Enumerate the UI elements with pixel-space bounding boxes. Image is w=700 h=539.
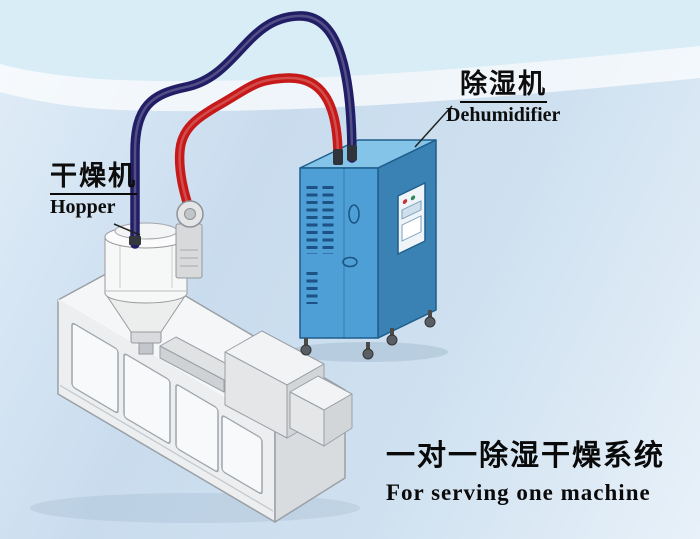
hopper-lid-dome <box>114 222 178 240</box>
indicator-light-green <box>410 195 416 201</box>
kick-strip-line <box>60 384 273 512</box>
hopper-label-en: Hopper <box>50 196 116 219</box>
navy-hose-sheen <box>133 14 354 246</box>
dehumidifier-cabinet <box>299 139 437 360</box>
hopper-leader-line <box>113 223 141 236</box>
caster-wheel <box>362 342 374 360</box>
system-caption: 一对一除湿干燥系统 For serving one machine <box>386 432 665 506</box>
dehumidifier-leader-line <box>414 105 453 148</box>
hopper-outlet <box>130 330 162 344</box>
die-side <box>323 393 353 447</box>
system-caption-cn: 一对一除湿干燥系统 <box>386 440 666 472</box>
cabinet-inlet-fitting <box>333 149 343 165</box>
caster-wheels <box>300 310 436 360</box>
access-panel <box>221 415 263 495</box>
switch-cluster <box>401 215 422 242</box>
cabinet-outlet-fitting <box>347 145 357 161</box>
hopper-dryer <box>104 222 188 355</box>
hopper-label: 干燥机 Hopper <box>50 162 137 218</box>
dehumidifier-label-en: Dehumidifier <box>446 104 561 127</box>
barrel-front <box>159 345 225 393</box>
oval-badge <box>342 256 358 268</box>
hopper-stand <box>138 341 154 355</box>
caster-wheel <box>386 328 398 346</box>
hopper-body <box>104 237 188 304</box>
access-panel <box>175 384 219 473</box>
oval-badge <box>348 204 360 224</box>
access-panel <box>71 322 119 414</box>
blower-louvers <box>180 249 198 267</box>
hopper-blower-fan <box>175 200 204 279</box>
dry-air-hose-red <box>174 73 343 221</box>
hopper-lid-fitting <box>129 236 141 245</box>
hose-fittings <box>129 145 357 245</box>
leader-lines <box>113 105 453 236</box>
side-control-panel <box>397 182 426 255</box>
air-hoses <box>130 11 357 249</box>
hopper-label-cn: 干燥机 <box>50 162 137 196</box>
indicator-light-red <box>402 199 408 205</box>
access-panel <box>123 353 171 444</box>
display-window <box>401 200 422 220</box>
blower-duct <box>175 223 203 279</box>
return-air-hose-navy <box>130 11 357 249</box>
dehumidifier-label-cn: 除湿机 <box>460 70 547 104</box>
system-caption-en: For serving one machine <box>386 480 651 505</box>
caster-wheel <box>424 310 436 328</box>
caster-wheel <box>300 338 312 356</box>
hopper-seams <box>119 242 173 288</box>
top-band <box>0 0 700 82</box>
fan-hub <box>184 208 196 220</box>
dehumidifier-label: 除湿机 Dehumidifier <box>446 70 560 126</box>
red-hose-sheen <box>178 76 340 218</box>
extruder-front-panels <box>60 322 273 512</box>
